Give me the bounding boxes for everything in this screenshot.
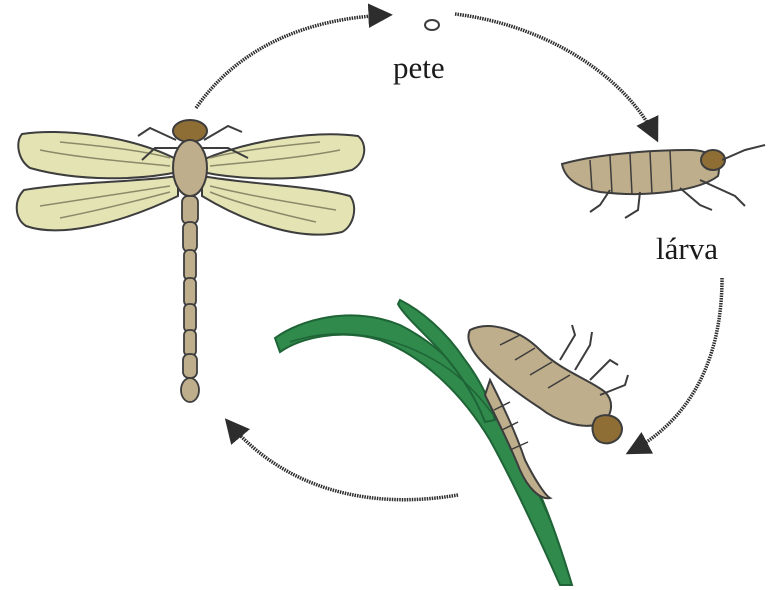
emerging-dragonfly-illustration bbox=[468, 325, 628, 498]
dragonfly-left-hind-wing bbox=[17, 176, 178, 230]
arrow-larva-to-emergence bbox=[630, 278, 722, 452]
egg-illustration bbox=[425, 20, 439, 30]
emerging-head bbox=[593, 415, 622, 443]
larva-label: lárva bbox=[656, 233, 718, 264]
egg-label: pete bbox=[393, 52, 445, 83]
dragonfly-thorax bbox=[173, 140, 207, 196]
larva-illustration bbox=[562, 145, 765, 218]
arrow-egg-to-larva bbox=[455, 14, 656, 138]
larva-body bbox=[562, 150, 719, 194]
arrow-emergence-to-adult bbox=[228, 422, 458, 500]
larva-head bbox=[701, 150, 725, 170]
dragonfly-left-fore-wing bbox=[18, 132, 178, 178]
dragonfly-head bbox=[173, 120, 207, 142]
dragonfly-abdomen bbox=[181, 196, 199, 402]
dragonfly-right-hind-wing bbox=[202, 176, 354, 235]
arrow-adult-to-egg bbox=[196, 15, 388, 108]
adult-dragonfly-illustration bbox=[17, 120, 365, 402]
dragonfly-right-fore-wing bbox=[202, 134, 364, 178]
